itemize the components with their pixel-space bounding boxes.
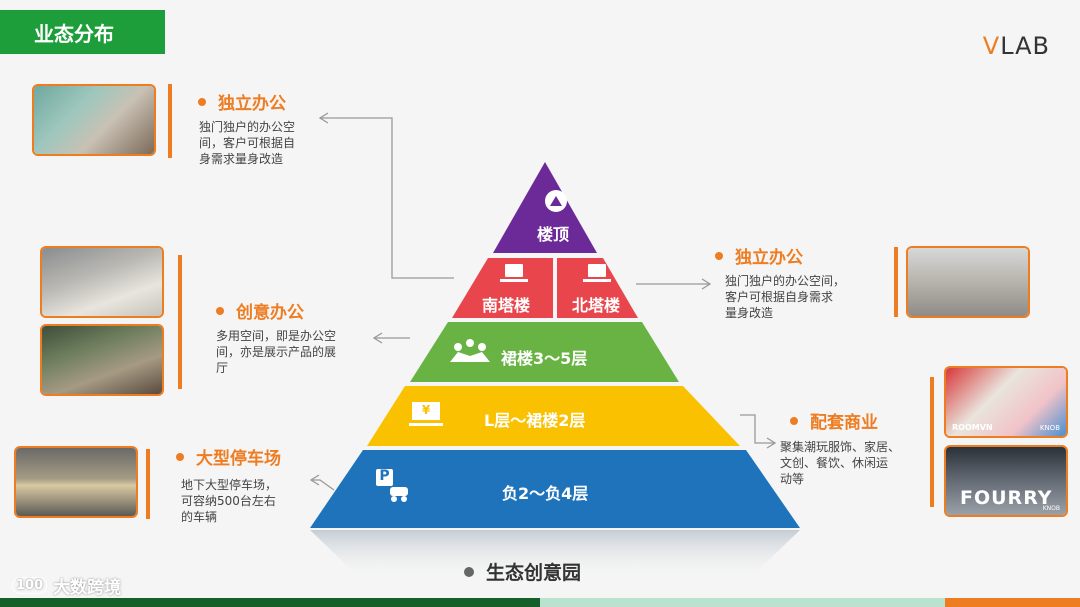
desc-line: 间，客户可根据自 [199, 135, 295, 151]
footer-stripe-mint [540, 598, 945, 607]
bullet-icon [790, 417, 798, 425]
office-right-title: 独立办公 [715, 243, 803, 268]
desc-line: 厅 [216, 360, 336, 376]
desc-line: 客户可根据自身需求 [725, 289, 845, 305]
parking-photo [14, 446, 138, 518]
tier-retail-label: L层～裙楼2层 [484, 407, 585, 431]
creative-title-text: 创意办公 [236, 298, 304, 323]
commerce-bar [930, 377, 934, 507]
office-right-desc: 独门独户的办公空间， 客户可根据自身需求 量身改造 [725, 273, 845, 321]
footer-stripe-dark-green [0, 598, 540, 607]
creative-photo-1 [40, 246, 164, 318]
office-left-desc: 独门独户的办公空 间，客户可根据自 身需求量身改造 [199, 119, 295, 167]
office-left-bar [168, 84, 172, 158]
tier-north-label: 北塔楼 [572, 292, 620, 316]
bullet-icon [464, 567, 474, 577]
office-left-photo [32, 84, 156, 156]
tier-south-label: 南塔楼 [482, 292, 530, 316]
parking-title: 大型停车场 [176, 444, 281, 469]
office-left-title: 独立办公 [198, 89, 286, 114]
commerce-desc: 聚集潮玩服饰、家居、 文创、餐饮、休闲运 动等 [780, 439, 900, 487]
parking-desc: 地下大型停车场， 可容纳500台左右 的车辆 [181, 477, 277, 525]
store-sign-right: KNOB [1040, 424, 1060, 432]
mall-photo: FOURRY KNOB [944, 445, 1068, 517]
ecosystem-park-text: 生态创意园 [486, 558, 581, 585]
creative-desc: 多用空间，即是办公空 间，亦是展示产品的展 厅 [216, 328, 336, 376]
creative-bar [178, 255, 182, 389]
desc-line: 量身改造 [725, 305, 845, 321]
desc-line: 间，亦是展示产品的展 [216, 344, 336, 360]
office-right-bar [894, 247, 898, 317]
ecosystem-park-label: 生态创意园 [464, 558, 581, 585]
tier-parking-label: 负2～负4层 [502, 480, 588, 504]
store-photo: ROOMVN KNOB [944, 366, 1068, 438]
creative-photo-2 [40, 324, 164, 396]
desc-line: 独门独户的办公空间， [725, 273, 845, 289]
desc-line: 文创、餐饮、休闲运 [780, 455, 900, 471]
office-right-photo [906, 246, 1030, 318]
bullet-icon [198, 98, 206, 106]
desc-line: 的车辆 [181, 509, 277, 525]
parking-p-symbol: P [376, 468, 393, 484]
desc-line: 动等 [780, 471, 900, 487]
bullet-icon [216, 307, 224, 315]
desc-line: 独门独户的办公空 [199, 119, 295, 135]
footer-stripe-orange [945, 598, 1080, 607]
watermark-logo-icon: 100 [12, 577, 47, 594]
mall-sign: FOURRY [960, 487, 1053, 509]
desc-line: 可容纳500台左右 [181, 493, 277, 509]
mall-sign-small: KNOB [1043, 505, 1060, 512]
parking-bar [146, 449, 150, 519]
yen-symbol: ¥ [418, 403, 434, 417]
watermark-text: 大数跨境 [53, 573, 121, 598]
commerce-title: 配套商业 [790, 408, 878, 433]
parking-title-text: 大型停车场 [196, 444, 281, 469]
bullet-icon [176, 453, 184, 461]
office-left-title-text: 独立办公 [218, 89, 286, 114]
desc-line: 多用空间，即是办公空 [216, 328, 336, 344]
commerce-title-text: 配套商业 [810, 408, 878, 433]
desc-line: 身需求量身改造 [199, 151, 295, 167]
desc-line: 地下大型停车场， [181, 477, 277, 493]
store-sign: ROOMVN [952, 423, 993, 432]
tier-rooftop-label: 楼顶 [537, 221, 569, 245]
watermark: 100 大数跨境 [12, 573, 121, 598]
rooftop-icon [545, 190, 567, 212]
tier-podium-label: 裙楼3～5层 [501, 345, 587, 369]
bullet-icon [715, 252, 723, 260]
office-right-title-text: 独立办公 [735, 243, 803, 268]
creative-title: 创意办公 [216, 298, 304, 323]
desc-line: 聚集潮玩服饰、家居、 [780, 439, 900, 455]
